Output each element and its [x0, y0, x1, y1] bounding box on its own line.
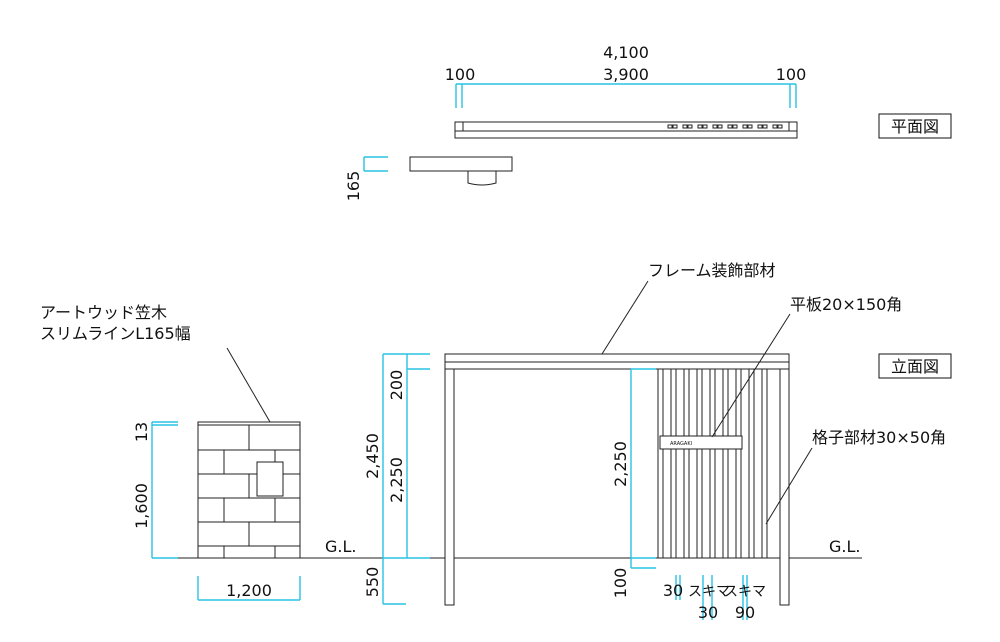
plan-right-dim: 100 [776, 65, 807, 84]
lattice-height-dim: 2,250 [611, 441, 630, 487]
plan-lattice-marks [667, 124, 783, 132]
frame-post-right [779, 368, 790, 606]
frame-top-beam [444, 353, 790, 363]
frame-post-left [444, 368, 455, 606]
plan-cap-foot [467, 171, 497, 186]
plan-view-label: 平面図 [891, 117, 939, 136]
plan-mid-dim: 3,900 [603, 65, 649, 84]
lattice-gap-bottom-dim: 100 [611, 568, 630, 599]
wall-cap-dim: 13 [132, 422, 151, 442]
elevation-view-label-box [878, 353, 952, 379]
elevation-view-label: 立面図 [891, 357, 939, 376]
sukima-label-a: スキマ [688, 584, 730, 600]
plan-total-dim: 4,100 [603, 43, 649, 62]
frame-label: フレーム装飾部材 [648, 261, 776, 280]
frame-top-dim: 200 [387, 370, 406, 401]
gl-label-right: G.L. [829, 537, 860, 556]
frame-height-dim: 2,250 [387, 457, 406, 503]
gap-dim-b: 90 [735, 603, 755, 622]
frame-second-beam [444, 361, 790, 370]
gap-dim-a: 30 [698, 603, 718, 622]
wall-opening [256, 461, 284, 497]
plan-post-right [788, 121, 798, 132]
plate-leader [711, 313, 791, 438]
embed-dim: 550 [363, 567, 382, 598]
lattice-label: 格子部材30×50角 [812, 428, 946, 447]
plan-view: 4,100 100 3,900 100 平面図 165 [344, 43, 952, 202]
block-joints [198, 425, 300, 558]
gl-label-left: G.L. [325, 537, 356, 556]
lattice-slats [657, 368, 768, 559]
sukima-label-b: スキマ [724, 584, 766, 600]
plan-post-left [454, 121, 464, 132]
plan-view-label-box [878, 113, 952, 139]
brand-text: ARAGAKI [670, 441, 692, 447]
kasagi-label-line2: スリムラインL165幅 [40, 324, 191, 343]
wall-width-dim: 1,200 [226, 581, 272, 600]
frame-total-dim: 2,450 [363, 433, 382, 479]
kasagi-label-line1: アートウッド笠木 [40, 303, 167, 322]
elevation-view: ARAGAKI 立面図 フレーム装飾部材 平板20×150角 格子部材30×50… [363, 261, 952, 622]
wall-section: アートウッド笠木 スリムラインL165幅 13 1,600 [40, 303, 356, 601]
lattice-leader [765, 447, 813, 525]
wall-cap [197, 421, 301, 426]
wall-height-dim: 1,600 [132, 483, 151, 529]
plan-depth-dim: 165 [344, 171, 363, 202]
frame-leader [601, 280, 649, 355]
plan-cap-section [409, 156, 513, 172]
slat-width-dim: 30 [663, 581, 683, 600]
name-plate [659, 435, 743, 450]
plan-frame [454, 121, 798, 139]
plate-label: 平板20×150角 [790, 295, 902, 314]
kasagi-leader [226, 347, 271, 423]
plan-left-dim: 100 [445, 65, 476, 84]
